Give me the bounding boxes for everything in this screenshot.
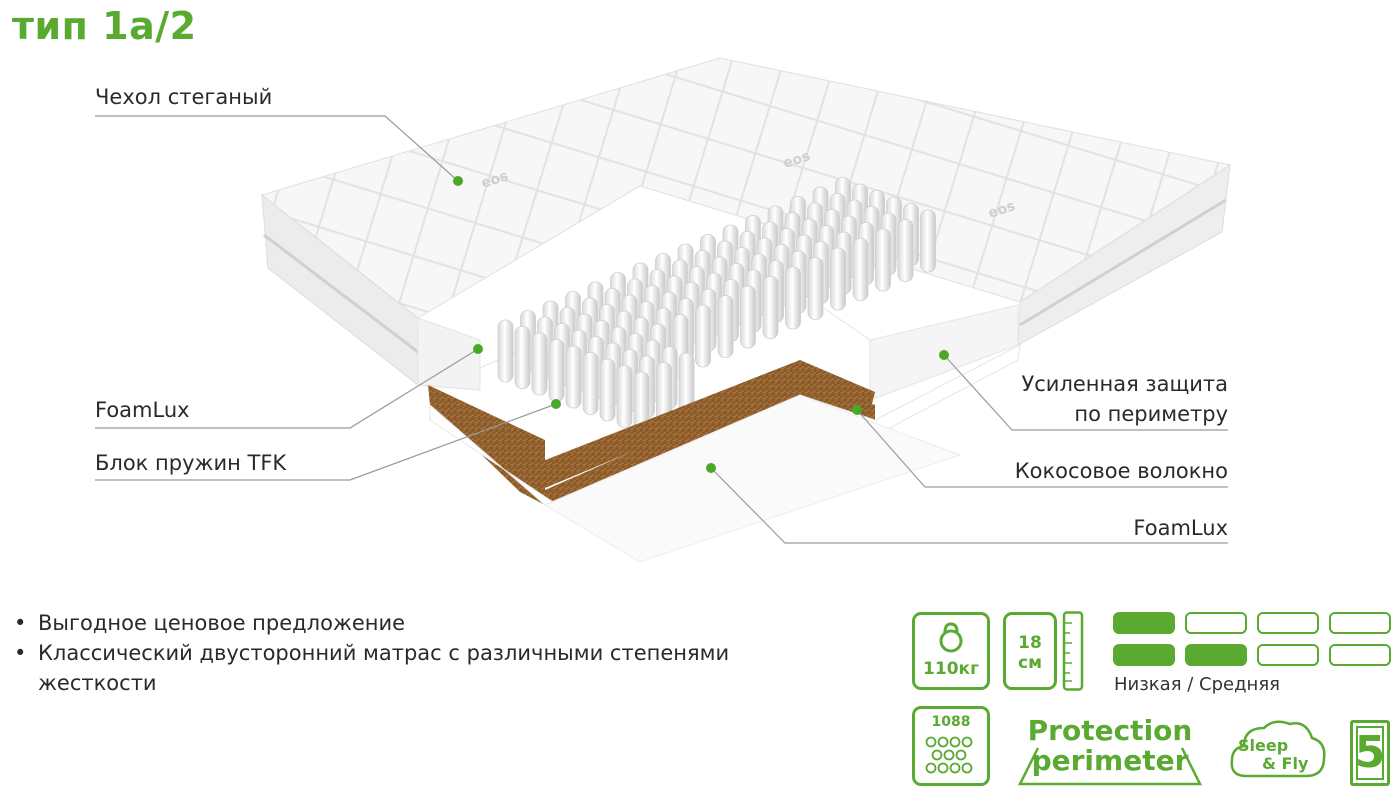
feature-item: Выгодное ценовое предложение	[14, 608, 794, 638]
protection-perimeter-badge: Protection perimeter	[1012, 712, 1208, 790]
leader-lines	[95, 115, 1228, 544]
spring-coil	[875, 228, 891, 292]
hardness-cell	[1329, 612, 1391, 634]
spring-block	[497, 177, 936, 435]
label-springs: Блок пружин TFK	[95, 451, 287, 475]
label-perimeter-2: по периметру	[1074, 402, 1228, 426]
height-unit: см	[1018, 653, 1042, 673]
spring-coil	[897, 219, 914, 282]
sleep-line1: Sleep	[1238, 736, 1289, 755]
spring-coil	[852, 238, 869, 301]
label-foam-top: FoamLux	[95, 398, 190, 422]
spring-coil	[582, 352, 599, 415]
foam-bottom-layer	[429, 344, 1021, 563]
protection-line2: perimeter	[1031, 744, 1189, 777]
features-list: Выгодное ценовое предложение Классически…	[14, 608, 794, 698]
leader-dots	[453, 176, 949, 473]
protection-line1: Protection	[1027, 714, 1193, 747]
ruler-icon	[1062, 611, 1084, 691]
spring-coil	[807, 257, 824, 320]
sleep-line2: & Fly	[1262, 754, 1309, 773]
spring-coil	[762, 276, 779, 339]
spring-coil	[830, 247, 846, 311]
hardness-cell	[1329, 644, 1391, 666]
spring-coil	[695, 304, 711, 368]
feature-item: Классический двусторонний матрас с разли…	[14, 638, 794, 698]
spring-coil	[616, 365, 633, 428]
spring-coil	[740, 285, 756, 349]
mattress-diagram: eos eos eos	[95, 57, 1232, 563]
sleep-fly-badge: Sleep & Fly	[1228, 716, 1328, 786]
label-perimeter-1: Усиленная защита	[1021, 372, 1228, 396]
hardness-cell	[1113, 644, 1175, 666]
springs-count-badge: 1088	[912, 706, 990, 786]
spring-coil	[565, 345, 582, 409]
page-title: тип 1а/2	[12, 4, 197, 48]
weight-badge: 110кг	[912, 612, 990, 690]
spring-coil	[497, 319, 514, 383]
springs-grid-icon	[925, 736, 973, 774]
hardness-cell	[1257, 612, 1319, 634]
warranty-years: 5	[1354, 727, 1386, 778]
mattress-cover	[260, 57, 1232, 387]
kettlebell-icon	[939, 622, 963, 653]
weight-value: 110кг	[923, 659, 979, 679]
hardness-cell	[1185, 612, 1247, 634]
spring-coil	[531, 332, 548, 396]
label-foam-bottom: FoamLux	[1133, 516, 1228, 540]
springs-count-value: 1088	[931, 714, 971, 730]
coconut-layer	[428, 360, 875, 505]
spring-coil	[717, 295, 734, 358]
spring-coil	[599, 358, 616, 422]
spring-coil	[514, 326, 531, 389]
label-cover: Чехол стеганый	[95, 85, 273, 109]
label-coconut: Кокосовое волокно	[1014, 459, 1228, 483]
hardness-caption: Низкая / Средняя	[1114, 674, 1280, 695]
cloud-icon	[1230, 720, 1326, 778]
perimeter-frame-icon	[1017, 747, 1203, 786]
hardness-cell	[1257, 644, 1319, 666]
height-badge: 18 см	[1003, 612, 1057, 690]
spring-coil	[920, 209, 936, 273]
spring-coil	[785, 266, 801, 330]
hardness-cell	[1185, 644, 1247, 666]
height-value: 18	[1018, 633, 1042, 653]
spring-coil	[548, 339, 565, 402]
warranty-badge: 5	[1350, 720, 1390, 786]
hardness-cell	[1113, 612, 1175, 634]
